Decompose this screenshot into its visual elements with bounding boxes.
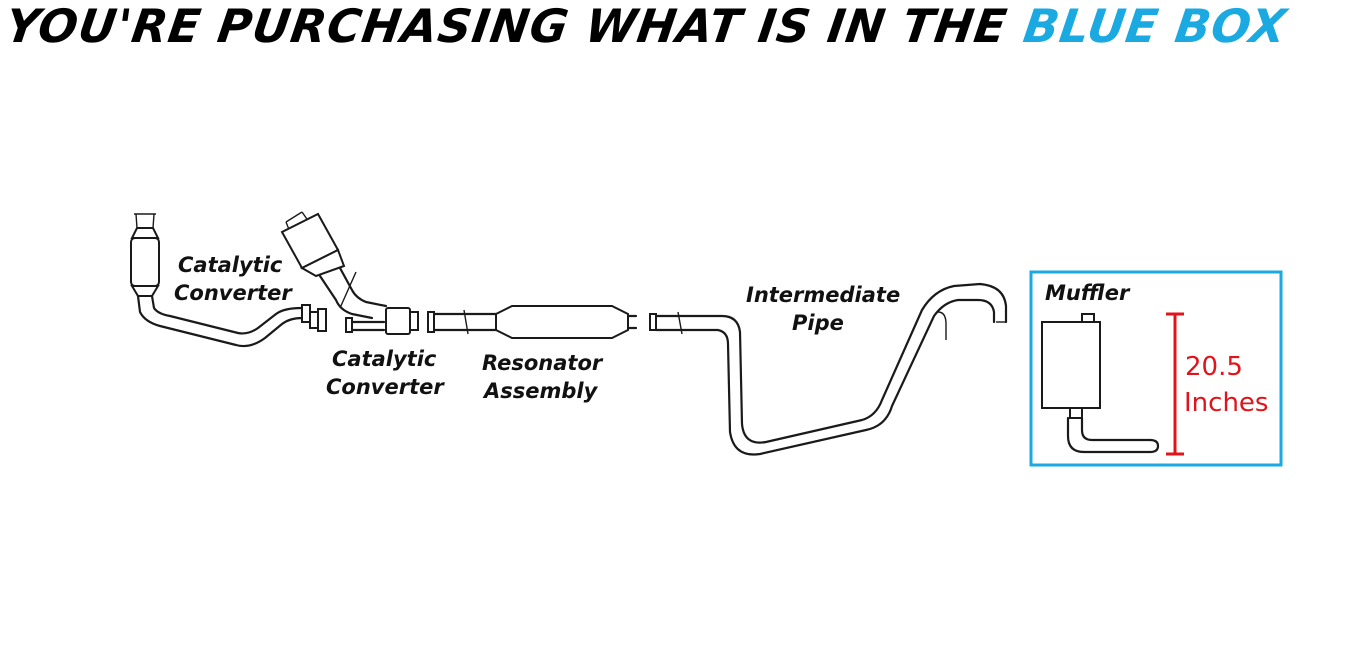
label-catalytic-converter-2-line1: Catalytic xyxy=(332,347,437,371)
blue-box-frame xyxy=(1029,270,1283,467)
catalytic-converter-front xyxy=(130,213,327,348)
label-muffler: Muffler xyxy=(1045,281,1131,305)
label-resonator-line1: Resonator xyxy=(482,351,604,375)
label-resonator-line2: Assembly xyxy=(482,379,599,403)
measurement-indicator: 20.5 Inches xyxy=(1166,312,1268,456)
intermediate-pipe xyxy=(649,282,1008,456)
label-catalytic-converter-1-line2: Converter xyxy=(174,281,293,305)
muffler-part xyxy=(1041,313,1160,454)
label-intermediate-line1: Intermediate xyxy=(746,283,900,307)
catalytic-converter-rear xyxy=(280,211,419,335)
label-catalytic-converter-1-line1: Catalytic xyxy=(178,253,283,277)
label-catalytic-converter-2-line2: Converter xyxy=(326,375,445,399)
measurement-unit: Inches xyxy=(1184,388,1268,418)
label-intermediate-line2: Pipe xyxy=(792,311,844,335)
blue-box-highlight: Muffler 20.5 Inches xyxy=(1029,270,1283,467)
measurement-value: 20.5 xyxy=(1185,352,1243,382)
resonator-assembly xyxy=(427,305,638,339)
